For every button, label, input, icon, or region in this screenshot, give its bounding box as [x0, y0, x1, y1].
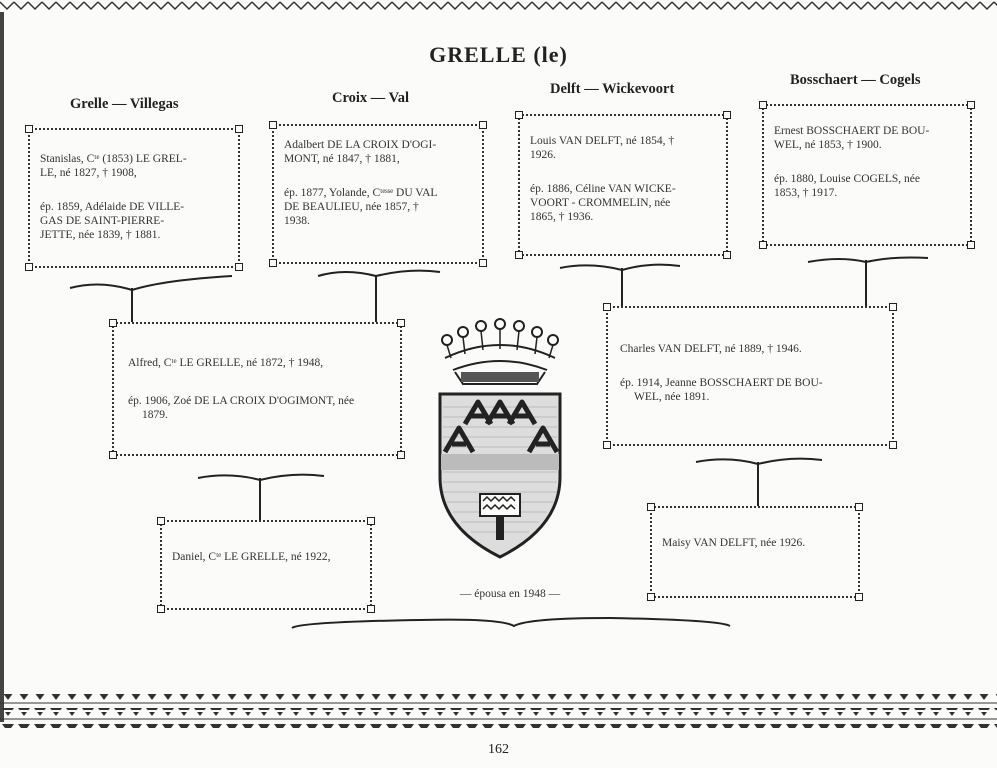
person-box-maisy: Maisy VAN DELFT, née 1926. — [647, 503, 863, 601]
box-line: JETTE, née 1839, † 1881. — [40, 229, 161, 241]
box-line: 1879. — [142, 409, 168, 421]
box-line: Ernest BOSSCHAERT DE BOU- — [774, 125, 930, 137]
box-line: 1926. — [530, 149, 556, 161]
box-line: ép. 1877, Yolande, Cᵗᵉˢˢᵉ DU VAL — [284, 187, 438, 199]
page-number: 162 — [488, 742, 509, 757]
box-line: LE, né 1827, † 1908, — [40, 167, 137, 179]
box-line: Adalbert DE LA CROIX D'OGI- — [284, 139, 437, 151]
person-box-alfred: Alfred, Cᵗᵉ LE GRELLE, né 1872, † 1948, … — [109, 319, 405, 459]
page-title: GRELLE (le) — [429, 42, 568, 67]
box-line: VOORT - CROMMELIN, née — [530, 197, 671, 209]
top-ornamental-border — [0, 0, 997, 12]
bottom-ornamental-border — [0, 694, 997, 728]
box-line: GAS DE SAINT-PIERRE- — [40, 215, 165, 227]
box-line: Charles VAN DELFT, né 1889, † 1946. — [620, 343, 802, 355]
box-line: Stanislas, Cᵗᵉ (1853) LE GREL- — [40, 153, 187, 165]
box-line: 1938. — [284, 215, 310, 227]
column-header-delft-wickevoort: Delft — Wickevoort — [550, 81, 675, 97]
box-line: Daniel, Cᵗᵉ LE GRELLE, né 1922, — [172, 551, 331, 563]
box-line: ép. 1886, Céline VAN WICKE- — [530, 183, 676, 195]
box-line: Louis VAN DELFT, né 1854, † — [530, 135, 675, 147]
column-header-croix-val: Croix — Val — [332, 90, 410, 106]
box-line: MONT, né 1847, † 1881, — [284, 153, 400, 165]
box-line: DE BEAULIEU, née 1857, † — [284, 201, 419, 213]
box-line: Maisy VAN DELFT, née 1926. — [662, 537, 806, 549]
left-border-line — [0, 12, 4, 722]
column-header-grelle-villegas: Grelle — Villegas — [70, 96, 179, 112]
person-box-charles: Charles VAN DELFT, né 1889, † 1946. ép. … — [603, 303, 897, 449]
box-line: ép. 1906, Zoé DE LA CROIX D'OGIMONT, née — [128, 395, 355, 407]
person-box-daniel: Daniel, Cᵗᵉ LE GRELLE, né 1922, — [157, 517, 375, 613]
column-header-bosschaert-cogels: Bosschaert — Cogels — [790, 72, 921, 88]
box-line: ép. 1859, Adélaide DE VILLE- — [40, 201, 185, 213]
box-line: ép. 1880, Louise COGELS, née — [774, 173, 920, 185]
marriage-note: — épousa en 1948 — — [459, 588, 561, 600]
person-box-louis: Louis VAN DELFT, né 1854, † 1926. ép. 18… — [515, 111, 731, 259]
person-box-ernest: Ernest BOSSCHAERT DE BOU- WEL, né 1853, … — [759, 101, 975, 249]
box-line: WEL, née 1891. — [634, 391, 710, 403]
box-line: 1853, † 1917. — [774, 187, 838, 199]
coat-of-arms-icon — [438, 318, 562, 559]
box-line: Alfred, Cᵗᵉ LE GRELLE, né 1872, † 1948, — [128, 357, 324, 369]
box-line: ép. 1914, Jeanne BOSSCHAERT DE BOU- — [620, 377, 823, 389]
box-line: WEL, né 1853, † 1900. — [774, 139, 882, 151]
person-box-adalbert: Adalbert DE LA CROIX D'OGI- MONT, né 184… — [269, 121, 487, 267]
box-line: 1865, † 1936. — [530, 211, 594, 223]
person-box-stanislas: Stanislas, Cᵗᵉ (1853) LE GREL- LE, né 18… — [25, 125, 243, 271]
